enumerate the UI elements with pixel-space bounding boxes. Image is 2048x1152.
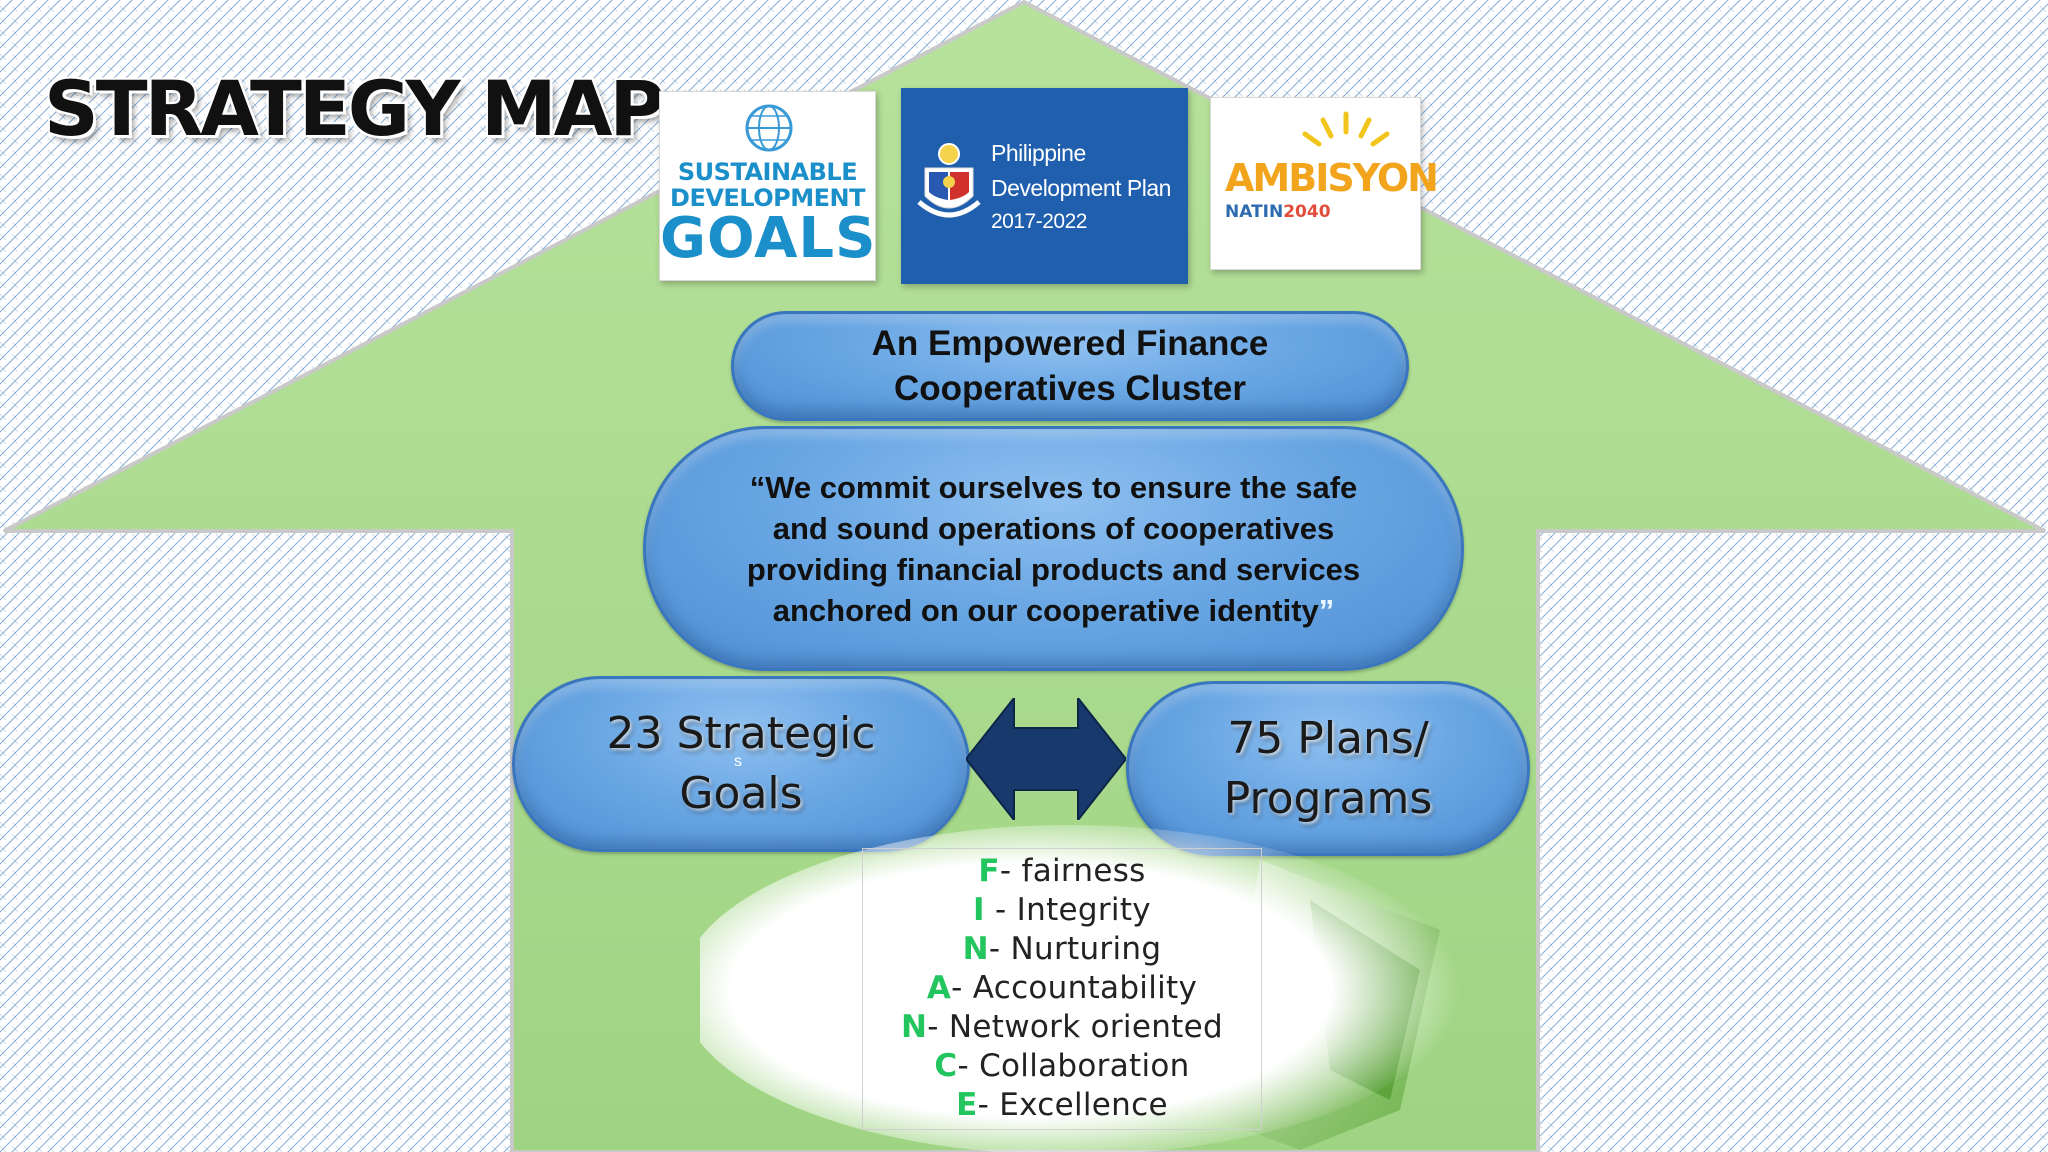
vision-pill: An Empowered Finance Cooperatives Cluste… — [731, 311, 1409, 421]
mission-pill: “We commit ourselves to ensure the safe … — [643, 426, 1464, 671]
value-text: - Collaboration — [957, 1048, 1190, 1084]
pdp-line-1: Philippine — [991, 140, 1086, 166]
plans-programs-text: 75 Plans/ Programs — [1224, 709, 1433, 829]
value-row: A- Accountability — [863, 970, 1261, 1006]
value-text: - Excellence — [977, 1087, 1168, 1123]
stray-letter: s — [734, 753, 742, 770]
ambisyon-subtitle: NATIN2040 — [1225, 202, 1331, 222]
plans-line-2: Programs — [1223, 772, 1433, 824]
mission-line-4: anchored on our cooperative identity — [772, 592, 1319, 628]
value-letter: A — [926, 970, 952, 1006]
goals-line-2: Goals — [679, 768, 803, 819]
ambisyon-natin: NATIN — [1225, 202, 1284, 222]
mission-text: “We commit ourselves to ensure the safe … — [714, 467, 1394, 631]
page-title: STRATEGY MAP — [44, 64, 665, 153]
mission-close-quote: ” — [1318, 592, 1335, 628]
value-text: - fairness — [999, 853, 1146, 889]
sdg-line-3: GOALS — [660, 206, 877, 271]
vision-line-1: An Empowered Finance — [871, 324, 1269, 363]
ambisyon-year: 2040 — [1283, 202, 1331, 222]
pdp-line-2: Development Plan — [991, 175, 1171, 201]
strategic-goals-text: 23 Strategic Goals — [607, 704, 876, 824]
value-text: - Network oriented — [927, 1009, 1223, 1045]
value-letter: N — [962, 931, 989, 967]
value-text: - Nurturing — [988, 931, 1162, 967]
un-globe-icon — [745, 104, 793, 152]
goals-line-1: 23 Strategic — [606, 708, 876, 759]
value-row: C- Collaboration — [863, 1048, 1261, 1084]
mission-line-2: and sound operations of cooperatives — [772, 510, 1335, 546]
plans-line-1: 75 Plans/ — [1227, 712, 1429, 764]
value-letter: C — [934, 1048, 958, 1084]
vision-line-2: Cooperatives Cluster — [893, 369, 1247, 408]
sdg-line-1: SUSTAINABLE — [677, 158, 858, 186]
sun-rays-icon — [1302, 111, 1390, 147]
value-letter: F — [978, 853, 1000, 889]
value-row: E- Excellence — [863, 1087, 1261, 1123]
pdp-logo: Philippine Development Plan 2017-2022 — [901, 88, 1188, 284]
value-text: - Accountability — [951, 970, 1198, 1006]
core-values-box: F- fairness I - Integrity N- Nurturing A… — [862, 848, 1262, 1130]
mission-line-3: providing financial products and service… — [746, 551, 1361, 587]
philippine-crest-icon — [917, 143, 981, 218]
strategic-goals-pill: 23 Strategic Goals — [512, 676, 970, 852]
value-row: N- Network oriented — [863, 1009, 1261, 1045]
sdg-line-2: DEVELOPMENT — [670, 184, 865, 212]
value-letter: E — [956, 1087, 978, 1123]
vision-text: An Empowered Finance Cooperatives Cluste… — [872, 321, 1269, 411]
value-row: I - Integrity — [863, 892, 1261, 928]
double-arrow-icon — [966, 698, 1126, 820]
mission-line-1: “We commit ourselves to ensure the safe — [749, 469, 1358, 505]
ambisyon-logo: AMBISYON NATIN2040 — [1210, 97, 1439, 270]
pdp-line-3: 2017-2022 — [991, 210, 1087, 233]
value-row: N- Nurturing — [863, 931, 1261, 967]
values-backdrop — [700, 825, 1460, 1152]
mission-line-4-wrap: anchored on our cooperative identity” — [714, 590, 1394, 631]
value-letter: I — [973, 892, 985, 928]
ambisyon-word: AMBISYON — [1225, 156, 1439, 200]
value-text: - Integrity — [984, 892, 1151, 928]
sdg-logo: SUSTAINABLE DEVELOPMENT GOALS — [659, 91, 876, 281]
value-letter: N — [901, 1009, 928, 1045]
value-row: F- fairness — [863, 853, 1261, 889]
plans-programs-pill: 75 Plans/ Programs — [1126, 681, 1530, 856]
